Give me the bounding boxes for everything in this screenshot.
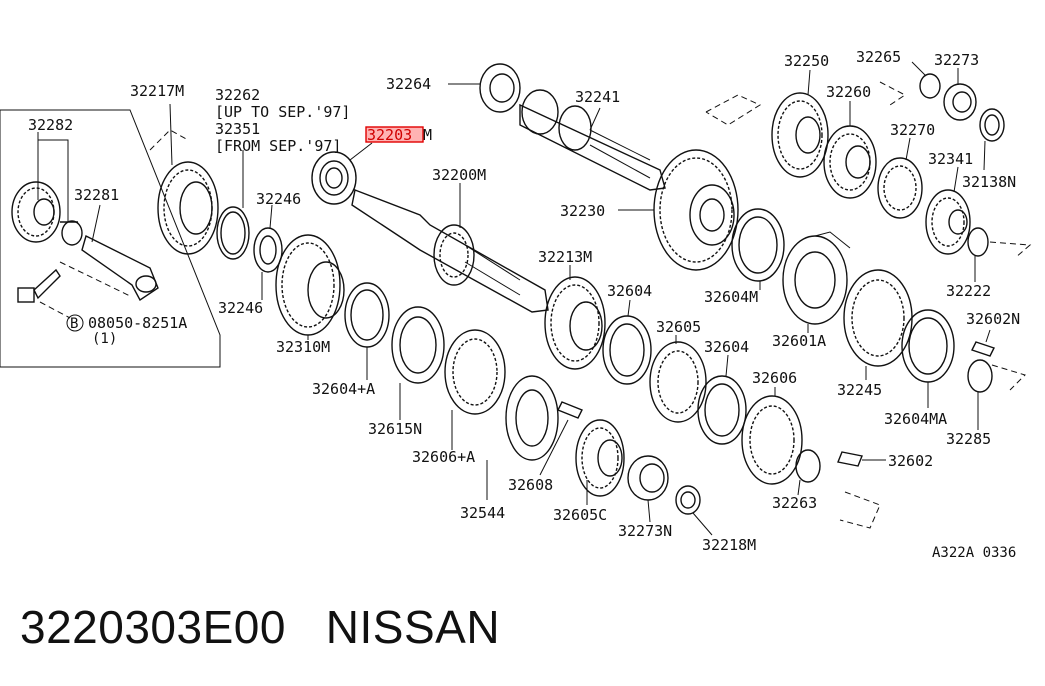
label-32282: 32282 xyxy=(28,116,73,134)
gear-32341 xyxy=(925,189,971,255)
key-32602 xyxy=(837,451,863,467)
hub-32544 xyxy=(505,375,559,461)
key-32608 xyxy=(557,401,583,419)
snap-ring-32263 xyxy=(795,449,821,483)
snap-ring-32222 xyxy=(967,227,989,257)
gear-32217M xyxy=(149,129,219,255)
label-32604-a: 32604 xyxy=(607,282,652,300)
label-32351: 32351 xyxy=(215,120,260,138)
bearing-32203M xyxy=(311,151,357,205)
label-32270: 32270 xyxy=(890,121,935,139)
label-32544: 32544 xyxy=(460,504,505,522)
gear-32260 xyxy=(823,125,877,199)
part-number: 3220303E00 xyxy=(20,601,286,653)
highlight-32203 xyxy=(365,126,424,143)
label-32604MA: 32604MA xyxy=(884,410,947,428)
label-32606A: 32606+A xyxy=(412,448,475,466)
label-32615N: 32615N xyxy=(368,420,422,438)
synchro-ring-32604M xyxy=(731,208,785,282)
label-from-sep97: [FROM SEP.'97] xyxy=(215,137,341,155)
label-32604-b: 32604 xyxy=(704,338,749,356)
bearing-32273 xyxy=(943,83,977,121)
label-32602N: 32602N xyxy=(966,310,1020,328)
label-32601A: 32601A xyxy=(772,332,826,350)
gear-32270 xyxy=(877,157,923,219)
label-32218M: 32218M xyxy=(702,536,756,554)
snap-ring-32262 xyxy=(216,206,250,260)
synchro-ring-32604MA xyxy=(901,309,955,383)
washer-32138N xyxy=(979,108,1005,142)
synchro-ring-32604-b xyxy=(697,375,747,445)
label-32246-b: 32246 xyxy=(218,299,263,317)
label-32213M: 32213M xyxy=(538,248,592,266)
synchro-ring-32604A xyxy=(344,282,390,348)
label-32605C: 32605C xyxy=(553,506,607,524)
shaft-32281 xyxy=(81,234,159,302)
key-32602N xyxy=(971,341,995,357)
label-32604M: 32604M xyxy=(704,288,758,306)
sleeve-32605 xyxy=(649,341,707,423)
label-32241: 32241 xyxy=(575,88,620,106)
ring-32615N xyxy=(391,306,445,384)
synchro-ring-32604-a xyxy=(602,315,652,385)
gear-32310M xyxy=(275,234,345,336)
caption-gap xyxy=(286,601,326,653)
gear-32213M xyxy=(544,276,606,370)
label-32604A: 32604+A xyxy=(312,380,375,398)
inset-frame xyxy=(0,109,221,368)
washer-32265 xyxy=(919,73,941,99)
bearing-32264 xyxy=(479,63,521,113)
snap-ring-32285 xyxy=(967,359,993,393)
label-32200M: 32200M xyxy=(432,166,486,184)
gear-32250 xyxy=(771,92,829,178)
label-32262: 32262 xyxy=(215,86,260,104)
label-32602: 32602 xyxy=(888,452,933,470)
mainshaft-32200M xyxy=(351,189,549,313)
label-32265: 32265 xyxy=(856,48,901,66)
label-32285: 32285 xyxy=(946,430,991,448)
caption: 3220303E00 NISSAN xyxy=(20,600,500,654)
label-32605: 32605 xyxy=(656,318,701,336)
bolt-08050 xyxy=(17,261,131,319)
sleeve-32282 xyxy=(60,220,83,246)
label-bolt-circle: B xyxy=(70,316,78,332)
diagram-code: A322A 0336 xyxy=(932,545,1016,561)
label-32245: 32245 xyxy=(837,381,882,399)
gear-32230 xyxy=(653,149,739,271)
label-32230: 32230 xyxy=(560,202,605,220)
label-32217M: 32217M xyxy=(130,82,184,100)
label-32273N: 32273N xyxy=(618,522,672,540)
label-32273: 32273 xyxy=(934,51,979,69)
label-up-to-sep97: [UP TO SEP.'97] xyxy=(215,103,350,121)
sleeve-32606 xyxy=(741,395,803,485)
gear-32605C xyxy=(575,419,625,497)
label-32341: 32341 xyxy=(928,150,973,168)
bearing-32273N xyxy=(627,455,669,501)
label-bolt-ref: 08050-8251A xyxy=(88,314,187,332)
gear-32282 xyxy=(11,181,61,243)
label-32264: 32264 xyxy=(386,75,431,93)
label-32281: 32281 xyxy=(74,186,119,204)
bolt-circle-mark xyxy=(66,314,84,332)
label-32222: 32222 xyxy=(946,282,991,300)
label-32246-a: 32246 xyxy=(256,190,301,208)
washer-32246 xyxy=(253,227,283,273)
label-32606: 32606 xyxy=(752,369,797,387)
hub-32601A xyxy=(782,231,851,325)
label-32260: 32260 xyxy=(826,83,871,101)
label-32608: 32608 xyxy=(508,476,553,494)
label-bolt-qty: (1) xyxy=(92,331,117,347)
label-32203-suffix: M xyxy=(423,126,432,144)
washer-32218M xyxy=(675,485,701,515)
label-32138N: 32138N xyxy=(962,173,1016,191)
countershaft-32241 xyxy=(519,89,666,191)
label-32203: 32203 xyxy=(367,126,412,144)
brand-name: NISSAN xyxy=(325,601,501,653)
label-32310M: 32310M xyxy=(276,338,330,356)
label-32263: 32263 xyxy=(772,494,817,512)
sleeve-32606A xyxy=(444,329,506,415)
label-32250: 32250 xyxy=(784,52,829,70)
